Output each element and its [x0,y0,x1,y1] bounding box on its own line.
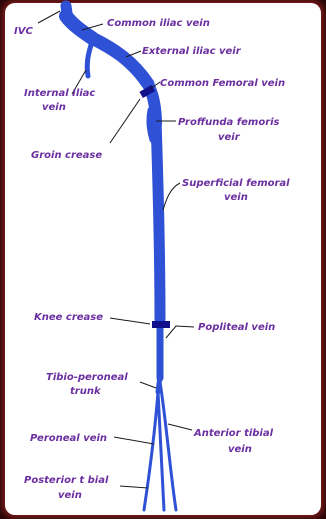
label-posterior-tibial-line2: vein [58,490,82,501]
external-iliac-vessel [92,38,148,84]
knee-crease-marker [152,321,170,328]
popliteal-leader [166,326,194,338]
label-anterior-tibial-line2: vein [228,444,252,455]
peroneal-vessel [144,392,158,510]
tibio-peroneal-leader [140,382,156,388]
label-posterior-tibial-line1: Posterior t bial [24,475,109,486]
label-common-iliac: Common iliac vein [107,18,210,29]
posterior-tibial-leader [120,486,148,488]
label-peroneal: Peroneal vein [30,433,107,444]
internal-iliac-vessel [87,42,92,76]
label-groin-crease: Groin crease [31,150,102,161]
label-tibio-peroneal-line2: trunk [70,386,102,397]
label-profunda-line1: Proffunda femoris [178,117,280,128]
label-external-iliac: External iliac veir [142,46,242,57]
ivc-leader [38,11,60,23]
anterior-tibial-leader [168,424,192,430]
label-internal-iliac-line2: vein [42,102,66,113]
knee-crease-leader [110,318,150,324]
label-ivc: IVC [14,26,33,37]
label-internal-iliac-line1: Internal Iliac [24,88,95,99]
groin-crease-leader [110,99,140,143]
label-popliteal: Popliteal vein [198,322,275,333]
label-superficial-femoral-line1: Superficial femoral [182,178,290,189]
peroneal-leader [114,437,154,444]
superficial-femoral-vessel [156,120,160,320]
label-tibio-peroneal-line1: Tibio-peroneal [46,372,128,383]
superficial-femoral-leader [163,183,180,210]
label-profunda-line2: veir [218,132,241,143]
label-common-femoral: Common Femoral vein [160,78,285,89]
label-superficial-femoral-line2: vein [224,192,248,203]
label-anterior-tibial-line1: Anterior tibial [193,428,274,439]
label-knee-crease: Knee crease [34,312,103,323]
